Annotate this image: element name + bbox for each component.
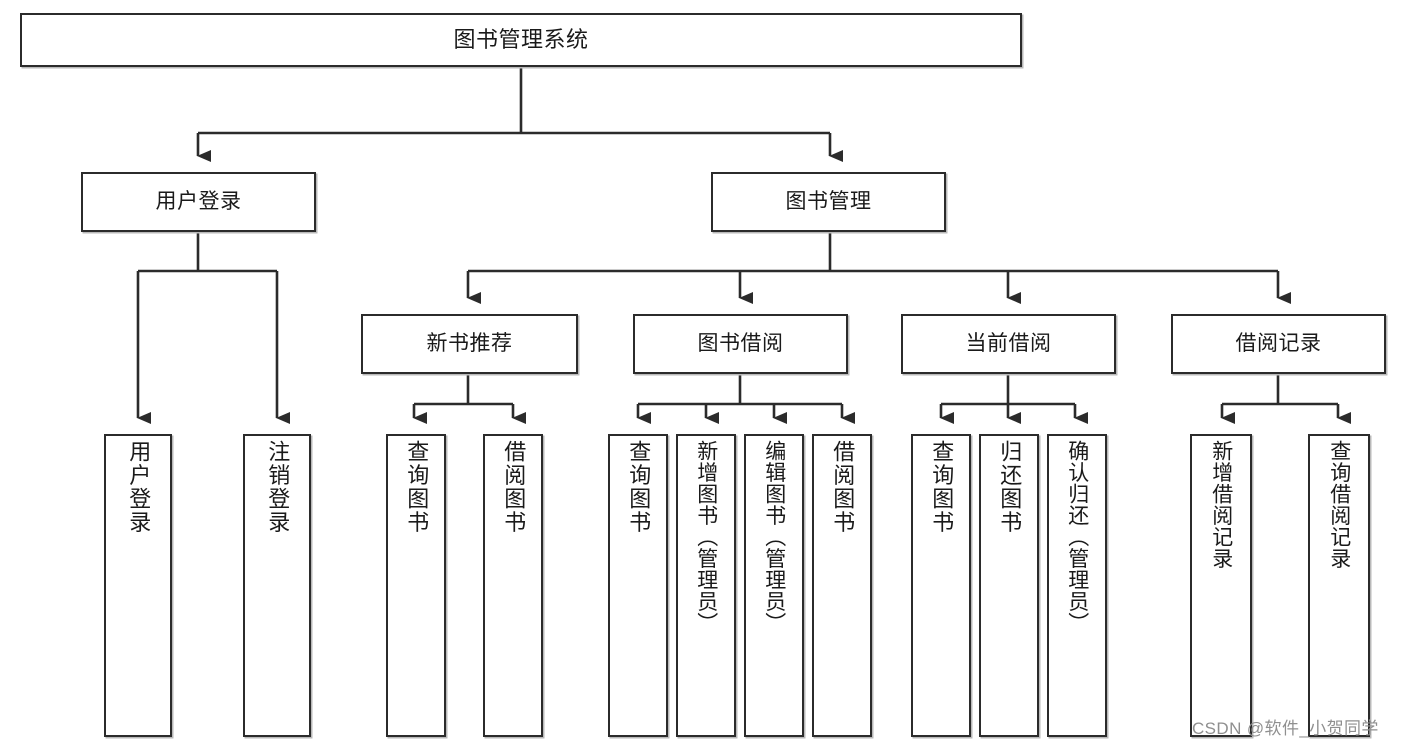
node-label: 借阅图书 [501,440,527,534]
node-label: 图书管理 [785,190,872,214]
node-label: 新增图书（管理员） [694,440,718,634]
leaf-logout[interactable]: 注销登录 [243,434,311,737]
node-label: 借阅图书 [830,440,856,534]
leaf-add-book-admin[interactable]: 新增图书（管理员） [676,434,736,737]
node-label: 编辑图书（管理员） [762,440,786,634]
node-label: 注销登录 [265,440,291,534]
leaf-borrow-books-new-book[interactable]: 借阅图书 [483,434,543,737]
node-label: 图书管理系统 [453,26,589,52]
node-label: 新书推荐 [426,332,513,356]
node-root-book-management-system[interactable]: 图书管理系统 [20,13,1022,67]
node-book-management[interactable]: 图书管理 [711,172,946,232]
leaf-query-borrow-record[interactable]: 查询借阅记录 [1308,434,1370,737]
leaf-query-books-borrow[interactable]: 查询图书 [608,434,668,737]
node-label: 当前借阅 [965,332,1052,356]
leaf-query-books-current[interactable]: 查询图书 [911,434,971,737]
csdn-watermark: CSDN @软件_小贺同学 [1192,719,1379,738]
node-book-borrowing[interactable]: 图书借阅 [633,314,848,374]
node-borrowing-records[interactable]: 借阅记录 [1171,314,1386,374]
leaf-query-books-new-book[interactable]: 查询图书 [386,434,446,737]
node-label: 查询图书 [929,440,955,534]
leaf-edit-book-admin[interactable]: 编辑图书（管理员） [744,434,804,737]
node-label: 新增借阅记录 [1209,440,1233,569]
leaf-confirm-return-admin[interactable]: 确认归还（管理员） [1047,434,1107,737]
node-user-login[interactable]: 用户登录 [81,172,316,232]
leaf-borrow-books[interactable]: 借阅图书 [812,434,872,737]
leaf-user-login[interactable]: 用户登录 [104,434,172,737]
node-label: 确认归还（管理员） [1065,440,1089,634]
node-label: 图书借阅 [697,332,784,356]
node-current-borrowing[interactable]: 当前借阅 [901,314,1116,374]
node-label: 用户登录 [155,190,242,214]
node-new-book-recommendation[interactable]: 新书推荐 [361,314,578,374]
leaf-return-books[interactable]: 归还图书 [979,434,1039,737]
node-label: 归还图书 [997,440,1023,534]
leaf-add-borrow-record[interactable]: 新增借阅记录 [1190,434,1252,737]
node-label: 借阅记录 [1235,332,1322,356]
node-label: 用户登录 [126,440,152,534]
node-label: 查询图书 [404,440,430,534]
node-label: 查询图书 [626,440,652,534]
node-label: 查询借阅记录 [1327,440,1351,569]
